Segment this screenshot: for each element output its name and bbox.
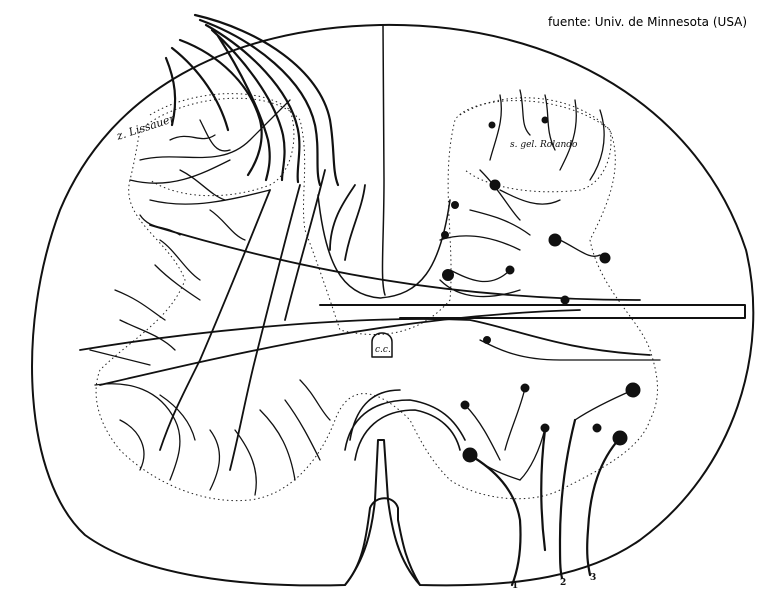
dorsal-horn-fibres-left <box>129 99 291 281</box>
dorsal-horn-neurons <box>441 116 611 305</box>
motor-neurons <box>460 336 641 463</box>
anterior-median-fissure <box>344 439 421 586</box>
dorsal-column-boundary <box>317 194 451 299</box>
substantia-gelatinosa-label: s. gel. Rolando <box>510 140 578 150</box>
commissure-line-right <box>319 304 746 319</box>
dorsal-horn-fibres-right <box>439 89 605 298</box>
root-label-2: 2 <box>560 578 566 588</box>
central-canal <box>371 332 393 358</box>
root-label-3: 3 <box>590 573 596 583</box>
posterior-median-septum <box>381 24 386 296</box>
ventral-horn-fibres-left <box>89 264 331 496</box>
source-caption: fuente: Univ. de Minnesota (USA) <box>548 15 748 29</box>
root-label-1: 1 <box>512 581 518 591</box>
lissauer-zone-boundary <box>149 93 295 197</box>
long-fibres <box>79 169 651 471</box>
spinal-cord-outline <box>31 23 755 587</box>
ventral-horn-fibres-right <box>464 339 661 481</box>
commissural-fibres <box>344 389 466 461</box>
dorsal-root-fibres <box>164 13 340 187</box>
ventral-root-fibres <box>468 418 622 587</box>
central-canal-label: c.c. <box>375 345 391 355</box>
